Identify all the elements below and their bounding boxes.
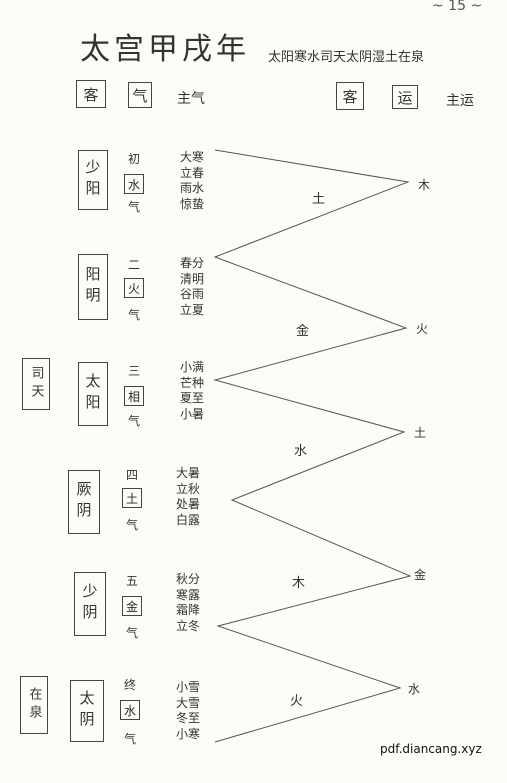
stage-5-term-4: 立冬 xyxy=(176,618,201,633)
watermark: pdf.diancang.xyz xyxy=(380,742,482,756)
stage-4-element-box: 土 xyxy=(122,488,142,508)
stage-5-element-box: 金 xyxy=(122,596,142,616)
stage-6-terms: 小雪 大雪 冬至 小寒 xyxy=(176,680,200,742)
stage-2-order: 二 xyxy=(127,258,140,272)
stage-4-term-1: 大暑 xyxy=(176,466,201,480)
stage-3-term-4: 小暑 xyxy=(180,406,205,421)
stage-5-order: 五 xyxy=(125,574,138,588)
ke-header-box: 客 xyxy=(76,80,106,108)
ke-header-label: 客 xyxy=(83,85,99,104)
stage-3-terms: 小满 芒种 夏至 小暑 xyxy=(180,360,204,422)
qi-header-label: 气 xyxy=(132,86,148,105)
zai-quan-box: 在泉 xyxy=(20,676,48,734)
stage-1-terms: 大寒 立春 雨水 惊蛰 xyxy=(180,150,204,212)
yun-header-label: 运 xyxy=(397,88,413,107)
stage-2-term-3: 谷雨 xyxy=(180,287,205,301)
stage-5-qi: 气 xyxy=(126,626,139,640)
stage-2-guest-box: 阳明 xyxy=(78,254,108,320)
stage-3-term-2: 芒种 xyxy=(180,375,205,390)
yun-segment-2: 金 xyxy=(296,324,310,339)
stage-2-element: 火 xyxy=(127,281,140,296)
stage-3-guest-label: 太阳 xyxy=(83,373,102,415)
ke-yun-header-box: 客 xyxy=(336,82,364,110)
stage-2-qi: 气 xyxy=(128,308,141,322)
stage-6-guest-label: 太阴 xyxy=(77,690,96,732)
yun-segment-3: 水 xyxy=(294,444,308,459)
stage-3-qi: 气 xyxy=(128,414,141,428)
stage-1-order: 初 xyxy=(127,152,140,166)
stage-2-term-2: 清明 xyxy=(180,271,205,286)
yun-segment-5: 火 xyxy=(290,694,304,709)
yun-node-2: 火 xyxy=(416,322,429,336)
stage-1-term-4: 惊蛰 xyxy=(180,196,205,211)
stage-4-element: 土 xyxy=(125,491,138,506)
yun-node-4: 金 xyxy=(414,568,427,582)
stage-6-guest-box: 太阴 xyxy=(70,680,104,742)
yun-node-1: 木 xyxy=(418,178,431,192)
stage-5-term-3: 霜降 xyxy=(176,603,201,617)
stage-6-term-4: 小寒 xyxy=(176,726,201,741)
stage-6-qi: 气 xyxy=(124,732,137,746)
stage-3-element-box: 相 xyxy=(124,386,144,406)
stage-2-guest-label: 阳明 xyxy=(83,266,102,308)
stage-2-term-4: 立夏 xyxy=(180,302,205,317)
zhu-yun-label: 主运 xyxy=(446,93,474,109)
stage-4-order: 四 xyxy=(125,468,138,482)
stage-3-guest-box: 太阳 xyxy=(78,362,108,426)
stage-1-qi: 气 xyxy=(128,200,141,214)
stage-1-element-box: 水 xyxy=(124,174,144,194)
stage-6-order: 终 xyxy=(123,678,136,692)
ke-yun-header-label: 客 xyxy=(342,87,358,106)
stage-5-term-1: 秋分 xyxy=(176,572,201,586)
stage-5-guest-box: 少阴 xyxy=(74,572,106,636)
stage-4-term-2: 立秋 xyxy=(176,481,201,496)
zai-quan-label: 在泉 xyxy=(26,687,42,723)
stage-5-guest-label: 少阴 xyxy=(80,583,99,625)
si-tian-box: 司天 xyxy=(22,358,50,410)
stage-2-terms: 春分 清明 谷雨 立夏 xyxy=(180,256,204,318)
zhu-qi-label: 主气 xyxy=(177,91,205,107)
stage-2-element-box: 火 xyxy=(124,278,144,298)
stage-3-element: 相 xyxy=(127,389,140,404)
stage-4-terms: 大暑 立秋 处暑 白露 xyxy=(176,466,200,528)
stage-6-term-2: 大雪 xyxy=(176,695,201,710)
stage-5-term-2: 寒露 xyxy=(176,587,201,602)
zigzag-path xyxy=(213,149,412,743)
yun-segment-4: 木 xyxy=(292,576,306,591)
si-tian-label: 司天 xyxy=(28,366,44,402)
stage-6-term-1: 小雪 xyxy=(176,680,201,694)
stage-4-guest-label: 厥阴 xyxy=(74,481,93,523)
yun-node-5: 水 xyxy=(408,682,421,696)
stage-3-order: 三 xyxy=(127,364,140,378)
qi-header-box: 气 xyxy=(128,82,152,108)
stage-2-term-1: 春分 xyxy=(180,256,205,270)
stage-6-element: 水 xyxy=(123,703,136,718)
stage-4-guest-box: 厥阴 xyxy=(68,470,100,534)
stage-5-terms: 秋分 寒露 霜降 立冬 xyxy=(176,572,200,634)
stage-1-guest-label: 少阳 xyxy=(83,159,102,201)
stage-6-element-box: 水 xyxy=(120,700,140,720)
stage-5-element: 金 xyxy=(125,599,138,614)
stage-1-term-3: 雨水 xyxy=(180,181,205,195)
page-title: 太宫甲戌年 xyxy=(80,32,250,67)
yun-header-box: 运 xyxy=(392,85,418,109)
yun-segment-1: 土 xyxy=(312,192,326,207)
stage-1-term-1: 大寒 xyxy=(180,150,205,164)
stage-1-element: 水 xyxy=(127,177,140,192)
stage-6-term-3: 冬至 xyxy=(176,711,201,725)
stage-3-term-3: 夏至 xyxy=(180,391,205,405)
stage-4-term-4: 白露 xyxy=(176,512,201,527)
page-number: ~ 15 ~ xyxy=(432,0,483,14)
stage-4-term-3: 处暑 xyxy=(176,497,201,511)
stage-1-guest-box: 少阳 xyxy=(78,150,108,210)
stage-1-term-2: 立春 xyxy=(180,165,205,180)
yun-node-3: 土 xyxy=(414,426,427,440)
stage-4-qi: 气 xyxy=(126,518,139,532)
page-subtitle: 太阳寒水司天太阴湿土在泉 xyxy=(268,50,425,65)
stage-3-term-1: 小满 xyxy=(180,360,205,374)
